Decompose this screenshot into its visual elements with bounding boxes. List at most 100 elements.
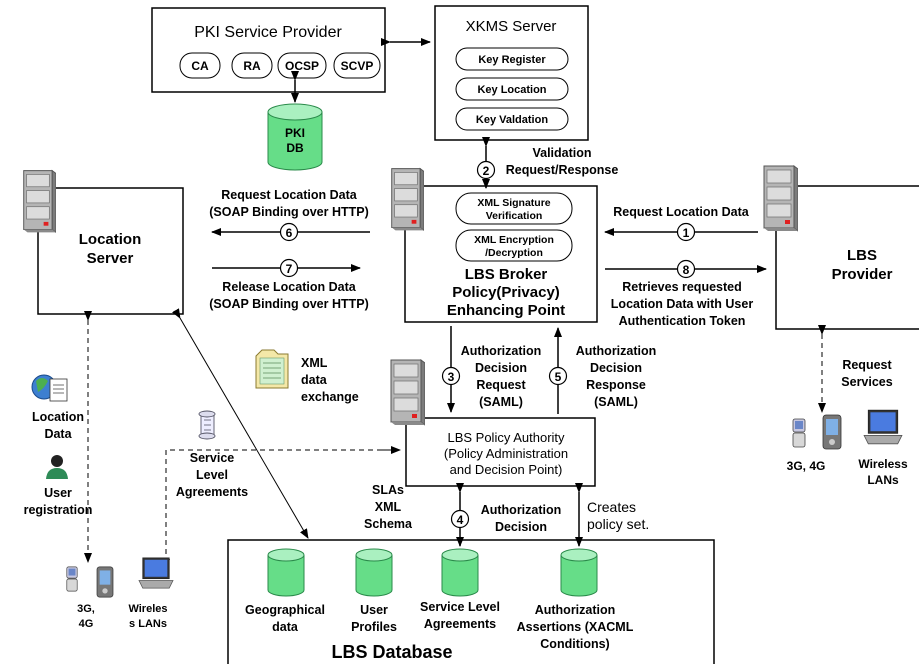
svg-text:XML Signature: XML Signature [477,197,550,209]
step3-label-4: (SAML) [479,395,523,409]
xml-document-icon [255,349,289,389]
lbs-provider-label-2: Provider [832,266,893,283]
step3-label-2: Decision [475,361,527,375]
svg-text:SCVP: SCVP [341,59,374,73]
xkms-title: XKMS Server [466,18,557,35]
svg-text:6: 6 [286,226,293,240]
step8-label-1: Retrieves requested [622,280,742,294]
sla-label-2: Level [196,468,228,482]
lbs-database-title: LBS Database [331,642,452,662]
step8-badge: 8 [676,259,696,279]
right-devices-label: 3G, 4G [787,459,826,473]
broker-xml-encryption: XML Encryption /Decryption [455,229,573,262]
step3-label-3: Request [476,378,526,392]
sla-label-1: Service [190,451,235,465]
left-wireless-label-1: Wireles [128,603,167,615]
location-server-label-1: Location [79,231,142,248]
xml-exchange-label-1: XML [301,356,328,370]
user-registration-label-1: User [44,486,72,500]
svg-text:data: data [272,620,299,634]
lbs-provider-label-1: LBS [847,247,877,264]
svg-text:Geographical: Geographical [245,603,325,617]
slas-schema-label-2: XML [375,500,402,514]
xkms-key-register: Key Register [455,47,569,71]
svg-text:4: 4 [457,513,464,527]
db-user-profiles: User Profiles [351,548,397,634]
db-geographical: Geographical data [245,548,325,634]
step4-label-2: Decision [495,520,547,534]
svg-text:RA: RA [243,59,261,73]
xkms-key-validation: Key Valdation [455,107,569,131]
policy-authority-server-icon [390,359,425,426]
right-laptop-icon [863,409,903,445]
slas-schema-label-1: SLAs [372,483,404,497]
sla-scroll-icon [198,410,216,440]
sla-dashed-path [162,449,400,569]
lbs-provider-server-icon [763,165,798,232]
svg-text:User: User [360,603,388,617]
svg-text:Key Register: Key Register [478,54,546,66]
pki-db-cylinder: PKI DB [267,103,323,171]
svg-text:Profiles: Profiles [351,620,397,634]
svg-text:PKI: PKI [285,126,305,140]
broker-label-1: LBS Broker [465,266,548,283]
policy-authority-label-3: and Decision Point) [450,462,563,477]
svg-text:Assertions (XACML: Assertions (XACML [517,620,634,634]
step7-label-1: Release Location Data [222,280,356,294]
xml-exchange-label-3: exchange [301,390,359,404]
left-phone-icon [66,566,78,592]
sla-label-3: Agreements [176,485,248,499]
location-server-icon [23,170,56,233]
broker-label-3: Enhancing Point [447,302,565,319]
request-services-label-2: Services [841,375,892,389]
policy-authority-label-2: (Policy Administration [444,446,568,461]
step5-label-3: Response [586,378,646,392]
xml-exchange-label-2: data [301,373,328,387]
svg-text:OCSP: OCSP [285,59,319,73]
location-database-arrow [172,308,309,539]
user-icon [46,455,68,479]
right-phone-icon [792,418,806,448]
slas-schema-label-3: Schema [364,517,413,531]
svg-text:8: 8 [683,263,690,277]
svg-text:Key Location: Key Location [477,84,546,96]
creates-policy-label-1: Creates [587,499,636,515]
policy-authority-box [405,417,596,487]
location-data-label-2: Data [44,427,72,441]
svg-text:XML Encryption: XML Encryption [474,234,554,246]
svg-text:Key Valdation: Key Valdation [476,114,548,126]
step5-label-1: Authorization [576,344,657,358]
step7-label-2: (SOAP Binding over HTTP) [209,297,369,311]
step2-label-1: Validation [532,146,591,160]
svg-text:1: 1 [683,226,690,240]
step7-badge: 7 [279,258,299,278]
svg-text:7: 7 [286,262,293,276]
pki-title: PKI Service Provider [194,24,342,41]
svg-text:Agreements: Agreements [424,617,496,631]
svg-text:Authorization: Authorization [535,603,616,617]
request-services-label-1: Request [842,358,892,372]
right-pda-icon [822,414,842,450]
location-server-box [37,187,184,315]
step8-label-2: Location Data with User [611,297,754,311]
location-server-label-2: Server [87,250,134,267]
svg-text:Service Level: Service Level [420,600,500,614]
left-pda-icon [96,566,114,598]
step6-label-2: (SOAP Binding over HTTP) [209,205,369,219]
svg-text:DB: DB [286,141,304,155]
creates-policy-label-2: policy set. [587,516,649,532]
svg-text:Verification: Verification [486,210,543,222]
location-data-label-1: Location [32,410,84,424]
step4-badge: 4 [450,509,470,529]
svg-text:2: 2 [483,164,490,178]
step2-label-2: Request/Response [506,163,619,177]
user-registration-label-2: registration [24,503,93,517]
lbs-provider-box [775,185,919,330]
step5-badge: 5 [548,366,568,386]
svg-text:5: 5 [555,370,562,384]
lbs-broker-server-icon [391,168,424,231]
step6-label-1: Request Location Data [221,188,357,202]
step1-label: Request Location Data [613,205,749,219]
policy-authority-label-1: LBS Policy Authority [447,430,565,445]
step5-label-2: Decision [590,361,642,375]
